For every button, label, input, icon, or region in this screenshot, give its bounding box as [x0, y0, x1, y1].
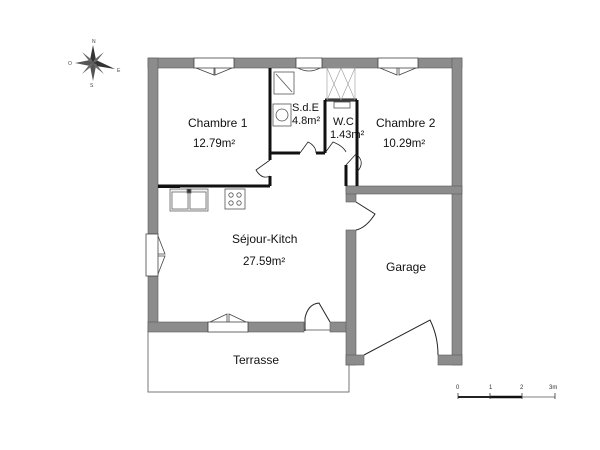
- room-label-wc: W.C: [333, 116, 354, 128]
- window-sde: [295, 57, 323, 72]
- room-area-chambre1: 12.79m²: [193, 138, 235, 150]
- door-garage-exterior: [363, 319, 439, 356]
- compass-east: E: [117, 68, 121, 74]
- cooktop-icon: [224, 188, 246, 210]
- room-label-terrasse: Terrasse: [233, 353, 279, 367]
- door-sde: [299, 141, 317, 154]
- sink-icon: [169, 188, 209, 212]
- door-chambre1: [255, 159, 271, 178]
- window-chambre2: [377, 57, 419, 76]
- window-sejour-left: [145, 233, 166, 277]
- door-garage-interior: [355, 201, 376, 231]
- room-area-sejour: 27.59m²: [243, 256, 285, 268]
- scale-tick-2: 2: [520, 385, 524, 391]
- room-label-sde: S.d.E: [292, 102, 319, 114]
- scale-bar: 0 1 2 3m: [456, 385, 557, 399]
- room-label-chambre1: Chambre 1: [188, 116, 248, 130]
- door-chambre2: [345, 153, 362, 173]
- door-sejour-entry: [304, 302, 331, 331]
- room-area-sde: 4.8m²: [292, 115, 320, 127]
- compass-south: S: [90, 83, 94, 89]
- scale-tick-0: 0: [456, 385, 460, 391]
- toilet-icon: [333, 101, 351, 109]
- terrasse-area: [147, 329, 350, 393]
- window-chambre1: [193, 57, 235, 76]
- room-label-chambre2: Chambre 2: [376, 116, 436, 130]
- compass-rose-icon: N S O E: [68, 39, 121, 89]
- exterior-walls: [147, 57, 463, 366]
- scale-tick-3: 3m: [549, 385, 557, 391]
- compass-west: O: [68, 61, 72, 67]
- door-wc: [324, 141, 347, 154]
- compass-north: N: [92, 39, 96, 45]
- washbasin-icon: [272, 103, 292, 127]
- room-area-chambre2: 10.29m²: [383, 138, 425, 150]
- scale-tick-1: 1: [489, 385, 493, 391]
- window-sejour-bottom: [207, 313, 249, 333]
- room-label-sejour: Séjour-Kitch: [232, 232, 297, 246]
- shower-icon: [273, 71, 295, 95]
- room-area-wc: 1.43m²: [330, 129, 365, 141]
- closet-wc: [326, 67, 356, 101]
- room-label-garage: Garage: [386, 260, 426, 274]
